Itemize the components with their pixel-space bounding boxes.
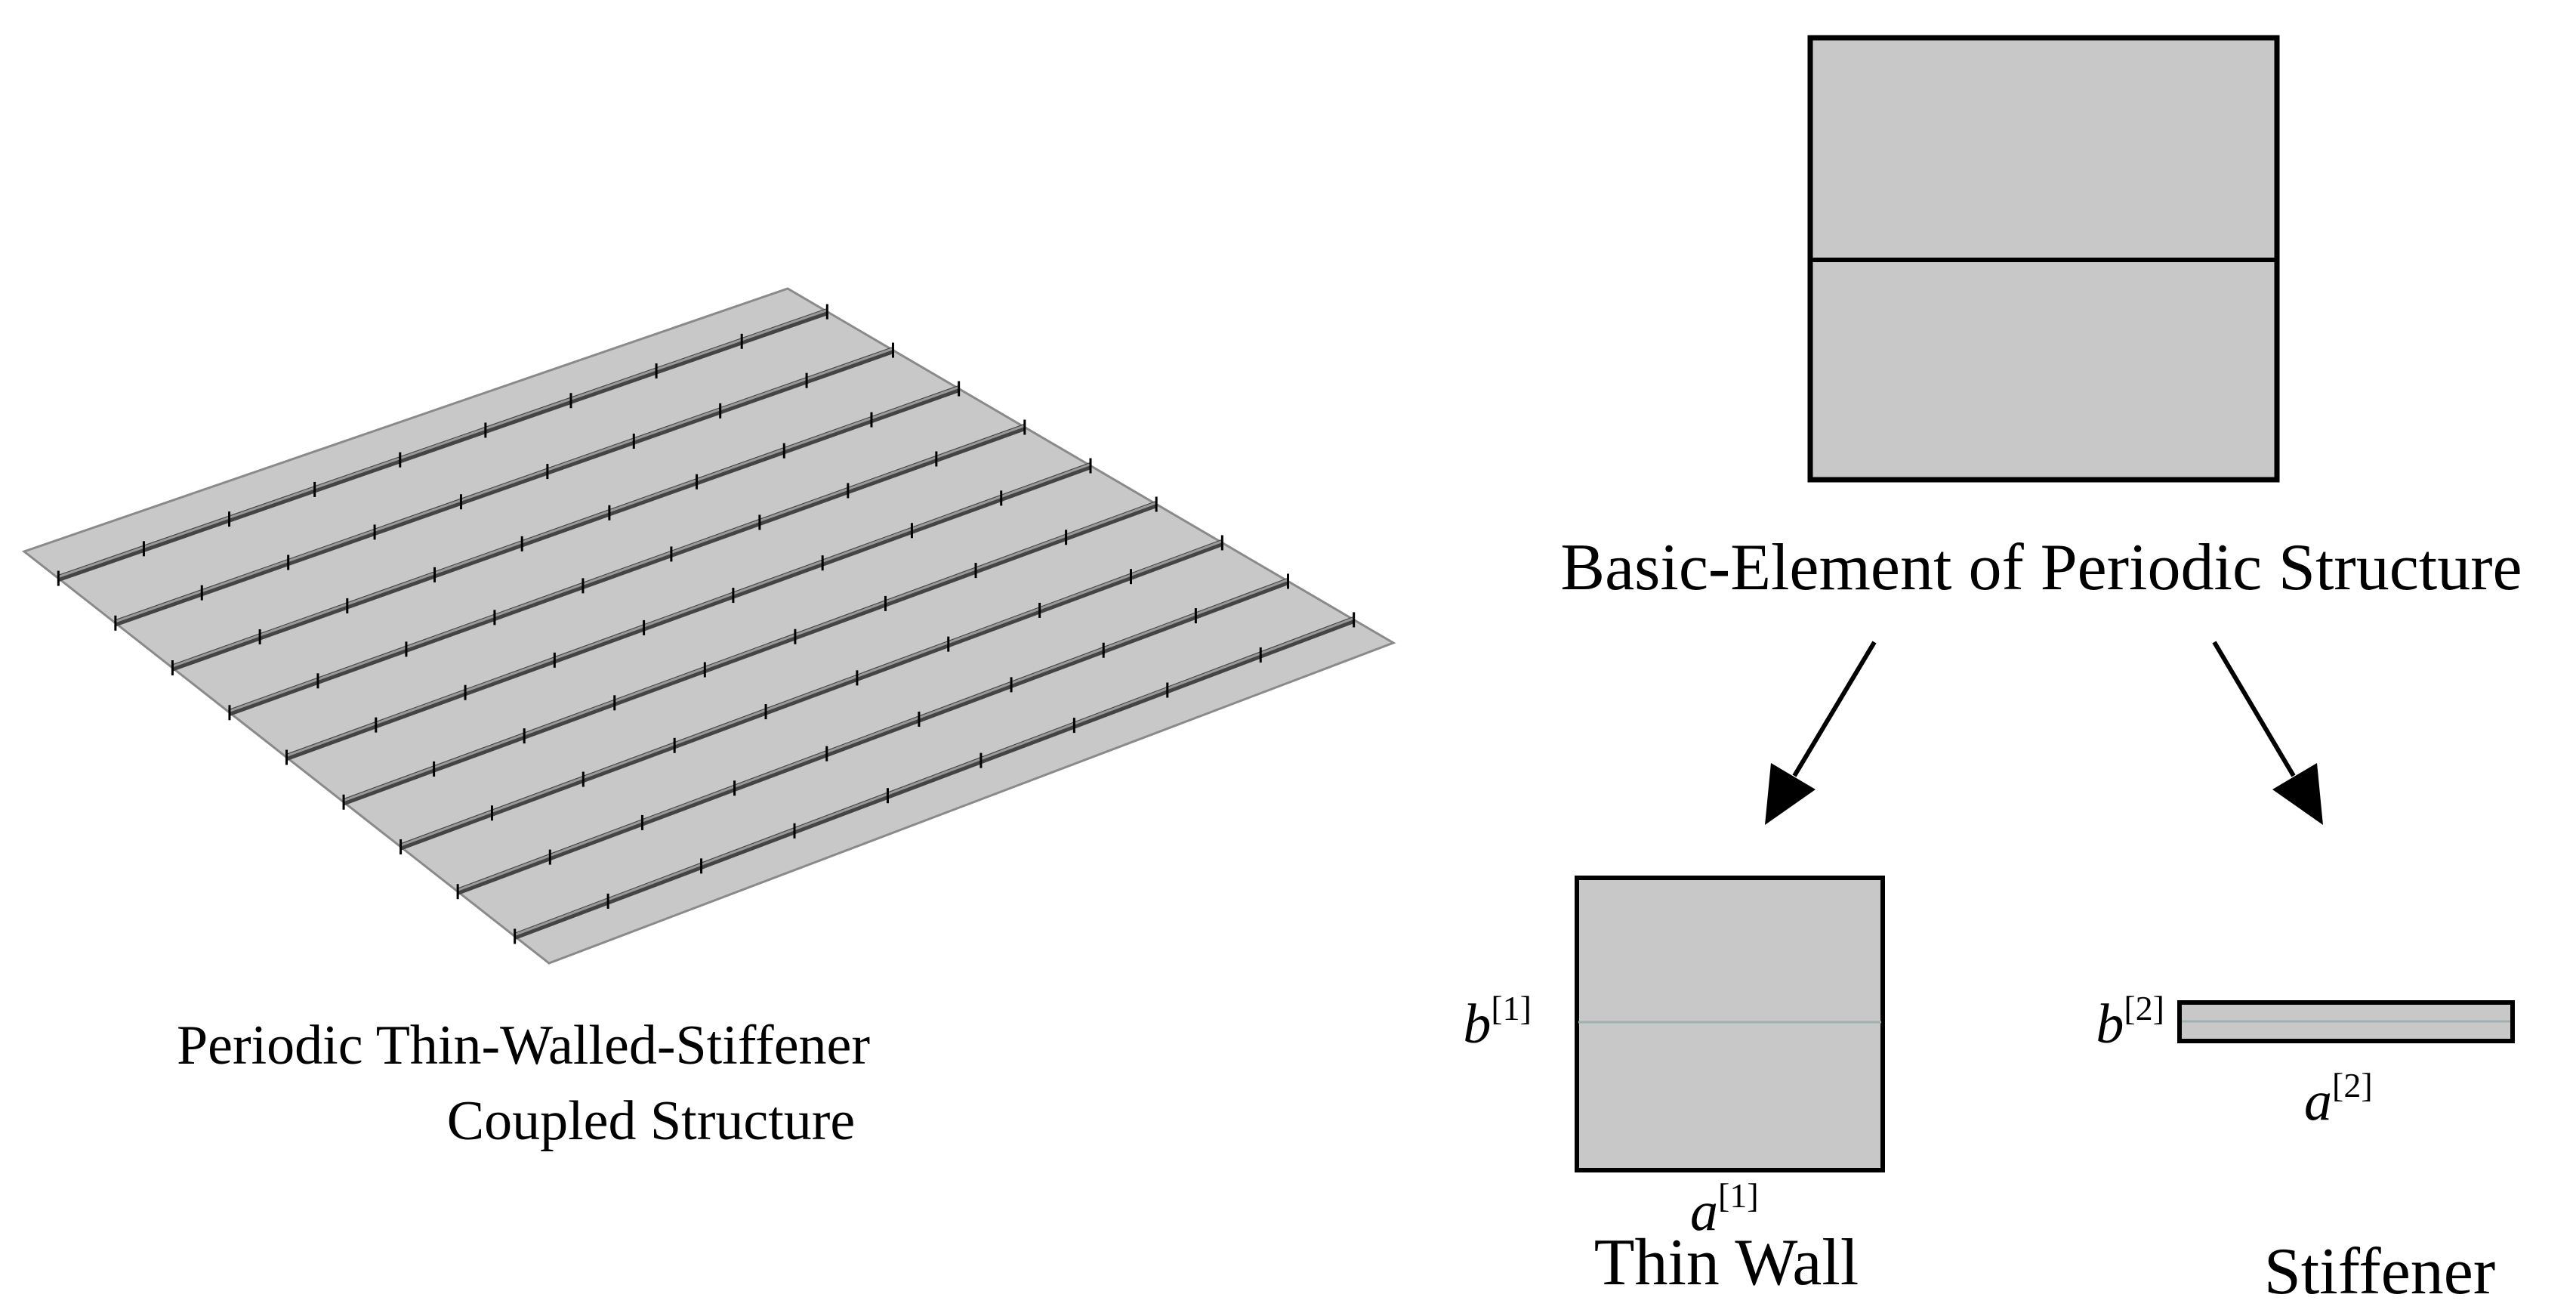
stiffened-plate-illustration bbox=[21, 287, 1396, 965]
arrow-head-left bbox=[1765, 763, 1816, 825]
left-caption-line2: Coupled Structure bbox=[447, 1090, 856, 1152]
thin-wall-caption: Thin Wall bbox=[1594, 1226, 1859, 1299]
stiffener-bar-highlight-2 bbox=[115, 348, 893, 623]
stiffener-bar-highlight-4 bbox=[229, 425, 1026, 712]
stiffener-b-label: b[2] bbox=[2096, 989, 2164, 1055]
stiffener-bar-highlight-9 bbox=[514, 617, 1355, 936]
stiffener-bar-3 bbox=[171, 385, 961, 672]
stiffener-a-label: a[2] bbox=[2304, 1066, 2373, 1132]
stiffener-bar-highlight-6 bbox=[343, 502, 1157, 802]
stiffener-bar-2 bbox=[114, 347, 894, 627]
stiffener-bar-6 bbox=[342, 501, 1158, 805]
stiffener-diagram bbox=[2177, 1000, 2515, 1043]
stiffener-caption: Stiffener bbox=[2264, 1235, 2495, 1308]
thin-wall-box bbox=[1575, 876, 1885, 1172]
stiffener-bar-9 bbox=[514, 616, 1356, 940]
stiffener-bar-highlight-8 bbox=[457, 579, 1289, 891]
stiffener-bar-highlight-7 bbox=[400, 540, 1223, 847]
basic-element-diagram bbox=[1807, 35, 2280, 483]
thin-wall-diagram bbox=[1575, 876, 1885, 1172]
stiffener-bar-4 bbox=[228, 424, 1026, 716]
left-caption-line1: Periodic Thin-Walled-Stiffener bbox=[177, 1015, 870, 1077]
thin-wall-b-label: b[1] bbox=[1463, 989, 1532, 1055]
arrow-to-thin-wall bbox=[1765, 641, 1877, 825]
thin-wall-a-label: a[1] bbox=[1690, 1176, 1759, 1243]
stiffener-bar-5 bbox=[285, 462, 1092, 761]
stiffener-bar-highlight-1 bbox=[57, 309, 828, 578]
arrow-head-right bbox=[2272, 763, 2323, 825]
stiffener-bar-1 bbox=[57, 308, 828, 582]
basic-element-caption: Basic-Element of Periodic Structure bbox=[1560, 531, 2522, 604]
stiffener-bars bbox=[57, 304, 1356, 944]
stiffener-bar-8 bbox=[456, 578, 1290, 895]
stiffener-bar-highlight-5 bbox=[285, 463, 1091, 757]
stiffener-bar-7 bbox=[400, 539, 1223, 851]
stiffener-bar-highlight-3 bbox=[171, 386, 960, 668]
arrow-to-stiffener bbox=[2212, 641, 2323, 825]
